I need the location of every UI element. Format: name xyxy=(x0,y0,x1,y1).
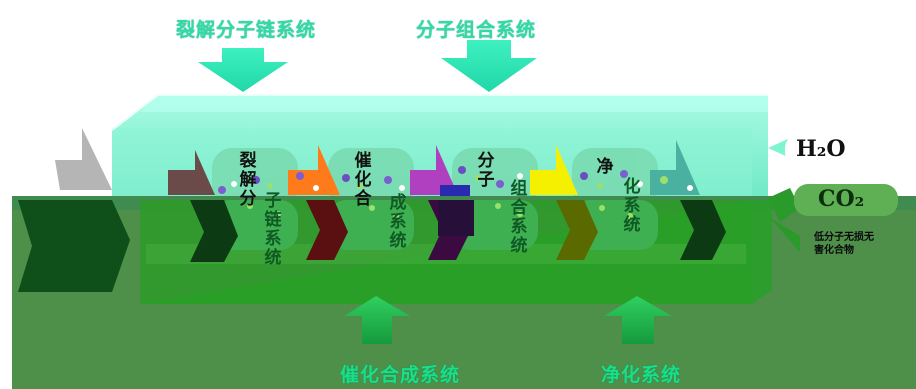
output-co2: CO₂ xyxy=(818,186,865,212)
flow-arrow-2 xyxy=(288,145,340,195)
chamber-1-lower-text: 子链系统 xyxy=(264,191,282,268)
top-arrow-right xyxy=(441,40,537,92)
co2-bubble xyxy=(794,184,898,216)
chamber-2-upper-text: 催化合 xyxy=(354,151,372,209)
bottom-arrow-right xyxy=(604,296,672,344)
molecules-lower xyxy=(247,203,633,219)
flow-arrow-4 xyxy=(530,145,578,195)
chamber-4-upper-text: 净 xyxy=(596,157,614,177)
chamber-3-upper-text: 分子 xyxy=(477,151,495,190)
label-purification-system: 净化系统 xyxy=(601,364,682,386)
chamber-3-lower-text: 组合系统 xyxy=(510,179,528,256)
top-arrow-left xyxy=(198,48,288,92)
flow-arrows-bottom xyxy=(18,200,726,292)
flow-arrow-1 xyxy=(168,150,215,195)
chamber-4-lower-text: 化系统 xyxy=(623,177,641,235)
label-catalytic-synthesis-system: 催化合成系统 xyxy=(340,364,461,386)
label-cracking-system: 裂解分子链系统 xyxy=(176,19,317,41)
chamber-2-lower-text: 成系统 xyxy=(389,193,407,251)
chamber-1-upper-text: 裂解分 xyxy=(239,151,257,209)
output-arrows xyxy=(768,138,800,252)
bottom-arrow-left xyxy=(344,296,410,344)
flow-arrow-3 xyxy=(410,145,458,195)
output-low-molecule-note: 低分子无损无害化合物 xyxy=(814,232,874,256)
molecules xyxy=(218,166,693,194)
h2o-bubble xyxy=(785,134,863,166)
inlet-arrow-top xyxy=(55,128,112,190)
output-h2o: H₂O xyxy=(796,136,846,162)
label-molecule-combine-system: 分子组合系统 xyxy=(416,19,537,41)
